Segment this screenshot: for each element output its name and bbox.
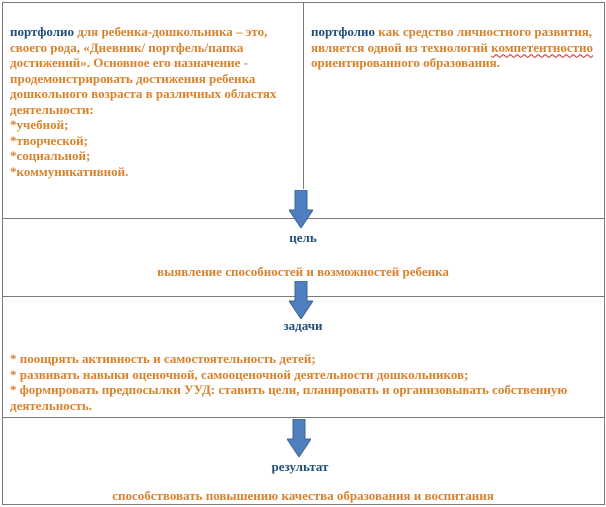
activity-item: *творческой; (10, 132, 88, 148)
task-item: * развивать навыки оценочной, самооценоч… (10, 366, 469, 382)
tasks-heading: задачи (283, 318, 323, 333)
tasks-list: * поощрять активность и самостоятельност… (10, 351, 580, 413)
task-item: * поощрять активность и самостоятельност… (10, 351, 316, 366)
portfolio-definition-text: портфолио для ребенка-дошкольника – это,… (10, 24, 292, 179)
result-heading: результат (271, 459, 329, 474)
goal-text: выявление способностей и возможностей ре… (157, 264, 449, 279)
down-arrow-icon (287, 419, 311, 457)
portfolio-development-text: портфолио как средство личностного разви… (311, 24, 593, 71)
activity-item: *социальной; (10, 148, 91, 163)
result-text: способствовать повышению качества образо… (112, 488, 494, 503)
down-arrow-icon (289, 190, 313, 228)
portfolio-description: для ребенка-дошкольника – это, своего ро… (10, 24, 277, 117)
activity-list: *учебной; *творческой; *социальной; *ком… (10, 117, 292, 179)
competence-word: компетентностно (491, 39, 593, 55)
development-text-before: как средство личностного развития, являе… (311, 24, 593, 55)
development-text-after: ориентированного образования. (311, 55, 500, 70)
portfolio-term: портфолио (10, 24, 75, 39)
activity-item: *учебной; (10, 117, 69, 132)
down-arrow-icon (289, 281, 313, 319)
result-frame (2, 417, 605, 505)
task-item: * формировать предпосылки УУД: ставить ц… (10, 382, 568, 413)
goal-heading: цель (289, 230, 317, 245)
activity-item: *коммуникативной. (10, 163, 129, 179)
development-term: портфолио (311, 24, 376, 39)
column-divider (303, 2, 304, 189)
